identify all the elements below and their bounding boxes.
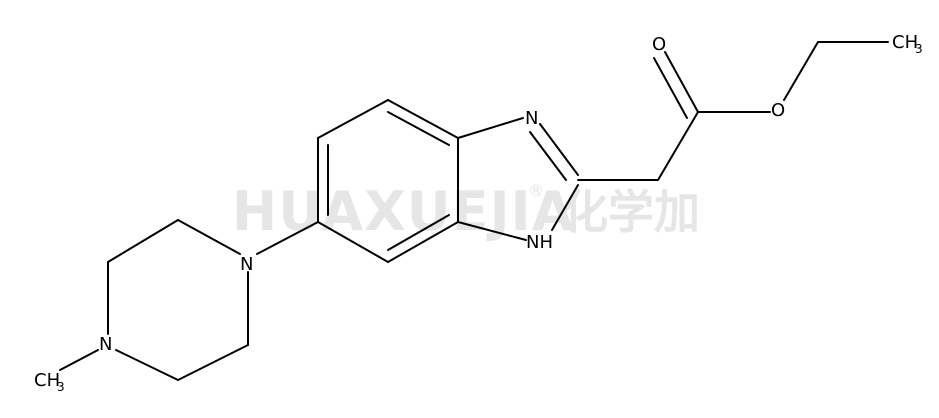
bond-benz-inner-2 <box>387 214 450 251</box>
bond-ch2-carbonyl <box>657 111 699 181</box>
piperazine-n-aryl-label: N <box>240 254 253 275</box>
bond-ester-o-ch2 <box>783 41 819 101</box>
bond-benz-6 <box>317 99 389 139</box>
bond-n1-c7a <box>457 221 527 241</box>
bond-c2-n1 <box>551 184 579 231</box>
imidazole-ring <box>457 117 579 241</box>
ethyl-ch3-subscript: 3 <box>915 42 923 56</box>
bond-benz-1 <box>387 99 459 139</box>
watermark-registered-mark: ® <box>528 181 544 200</box>
imidazole-n-label: N <box>525 108 538 129</box>
bond-benz-4 <box>317 221 389 263</box>
ethyl-ch3-label: CH <box>892 32 918 53</box>
piperazine-n-methyl-label: N <box>99 334 112 355</box>
bond-benz-3 <box>387 221 459 263</box>
bond-carbonyl-o <box>664 51 699 113</box>
watermark-cjk: 化学加 <box>562 185 700 239</box>
bond-pip-2 <box>107 219 179 263</box>
bond-aryl-piperazine <box>256 221 319 255</box>
watermark: HUAXUEJIA ® 化学加 <box>232 180 700 243</box>
ester-chain <box>577 41 889 181</box>
watermark-latin: HUAXUEJIA <box>232 180 575 243</box>
piperazine-ring <box>107 219 249 381</box>
ester-oxygen-label: O <box>771 100 785 121</box>
carbonyl-oxygen-label: O <box>652 34 666 55</box>
imidazole-nh-label: NH <box>526 232 553 253</box>
bond-pip-4 <box>115 349 179 381</box>
bond-n3-c2-double <box>529 131 567 181</box>
bond-pip-1 <box>177 219 241 255</box>
bond-n3-c2 <box>539 123 579 176</box>
bond-c3a-n3 <box>457 117 524 139</box>
methyl-ch3-label: CH <box>34 370 60 391</box>
benzene-ring <box>317 99 459 263</box>
bond-pip-5 <box>177 344 249 381</box>
bond-n-methyl <box>59 349 99 371</box>
atom-labels: O O CH 3 N NH N N CH 3 <box>34 32 923 394</box>
bond-benz-inner-1 <box>387 111 450 146</box>
methyl-ch3-subscript: 3 <box>57 380 65 394</box>
bond-carbonyl-o-double <box>653 57 688 119</box>
